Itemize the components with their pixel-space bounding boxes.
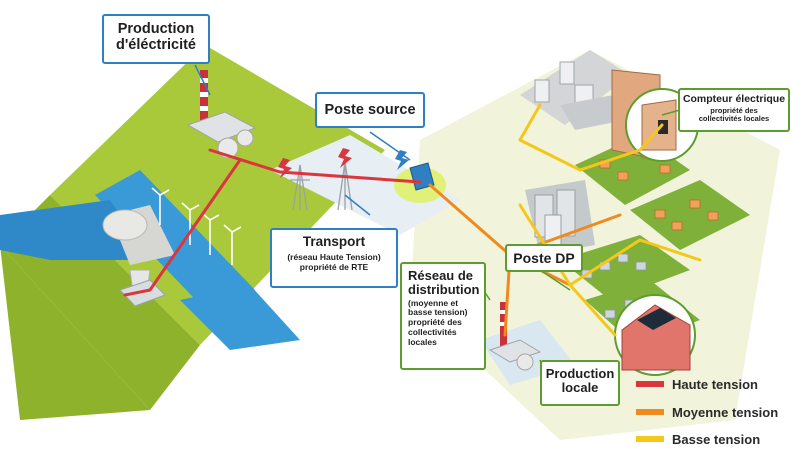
- production-callout: Production d'éléctricité: [102, 14, 210, 64]
- lightning-icon: [278, 148, 352, 178]
- transport-sub-line2: propriété de RTE: [299, 261, 369, 272]
- production-label-line1: Production: [117, 21, 195, 37]
- legend-swatch-basse-tension: [636, 436, 664, 442]
- legend-swatch-moyenne-tension: [636, 409, 664, 415]
- solar-panel-icon: [637, 308, 676, 330]
- haute-tension-lines: [123, 148, 422, 297]
- reseau-sub-line5: locales: [408, 336, 437, 347]
- transport-sub-line1: (réseau Haute Tension): [287, 251, 381, 262]
- poste-dp-label: Poste DP: [513, 250, 575, 266]
- reseau-sub-line4: collectivités: [408, 326, 457, 337]
- transport-title: Transport: [302, 234, 366, 249]
- transport-callout: Transport (réseau Haute Tension) proprié…: [270, 228, 398, 288]
- transport-zone: [270, 135, 460, 235]
- lightning-icon: [395, 150, 409, 170]
- meter-icon: [658, 120, 668, 134]
- poste-source-callout: Poste source: [315, 92, 425, 128]
- reseau-distribution-callout: Réseau de distribution (moyenne et basse…: [400, 262, 486, 370]
- legend-item-moyenne-tension: Moyenne tension: [636, 404, 778, 420]
- production-locale-callout: Production locale: [540, 360, 620, 406]
- reseau-sub-line3: propriété des: [408, 317, 462, 328]
- compteur-title: Compteur électrique: [682, 93, 786, 105]
- production-locale-line1: Production: [545, 366, 615, 381]
- legend-label-basse-tension: Basse tension: [672, 431, 761, 447]
- legend-item-basse-tension: Basse tension: [636, 431, 760, 447]
- reseau-title-line1: Réseau de: [408, 268, 474, 283]
- reseau-sub-line1: (moyenne et: [408, 297, 459, 308]
- poste-dp-callout: Poste DP: [505, 244, 583, 272]
- production-locale-line2: locale: [561, 380, 599, 396]
- poste-source-label: Poste source: [324, 102, 416, 118]
- legend-swatch-haute-tension: [636, 381, 664, 387]
- production-label-line2: d'éléctricité: [115, 36, 196, 53]
- legend-label-moyenne-tension: Moyenne tension: [672, 404, 779, 420]
- compteur-sub-line2: collectivités locales: [698, 114, 770, 124]
- reseau-title-line2: distribution: [408, 282, 480, 298]
- legend-label-haute-tension: Haute tension: [672, 376, 758, 392]
- compteur-sub-line1: propriété des: [710, 105, 758, 115]
- compteur-callout: Compteur électrique propriété des collec…: [678, 88, 790, 132]
- reseau-sub-line2: basse tension): [408, 307, 468, 318]
- distribution-zone: [480, 50, 750, 385]
- legend-item-haute-tension: Haute tension: [636, 376, 758, 392]
